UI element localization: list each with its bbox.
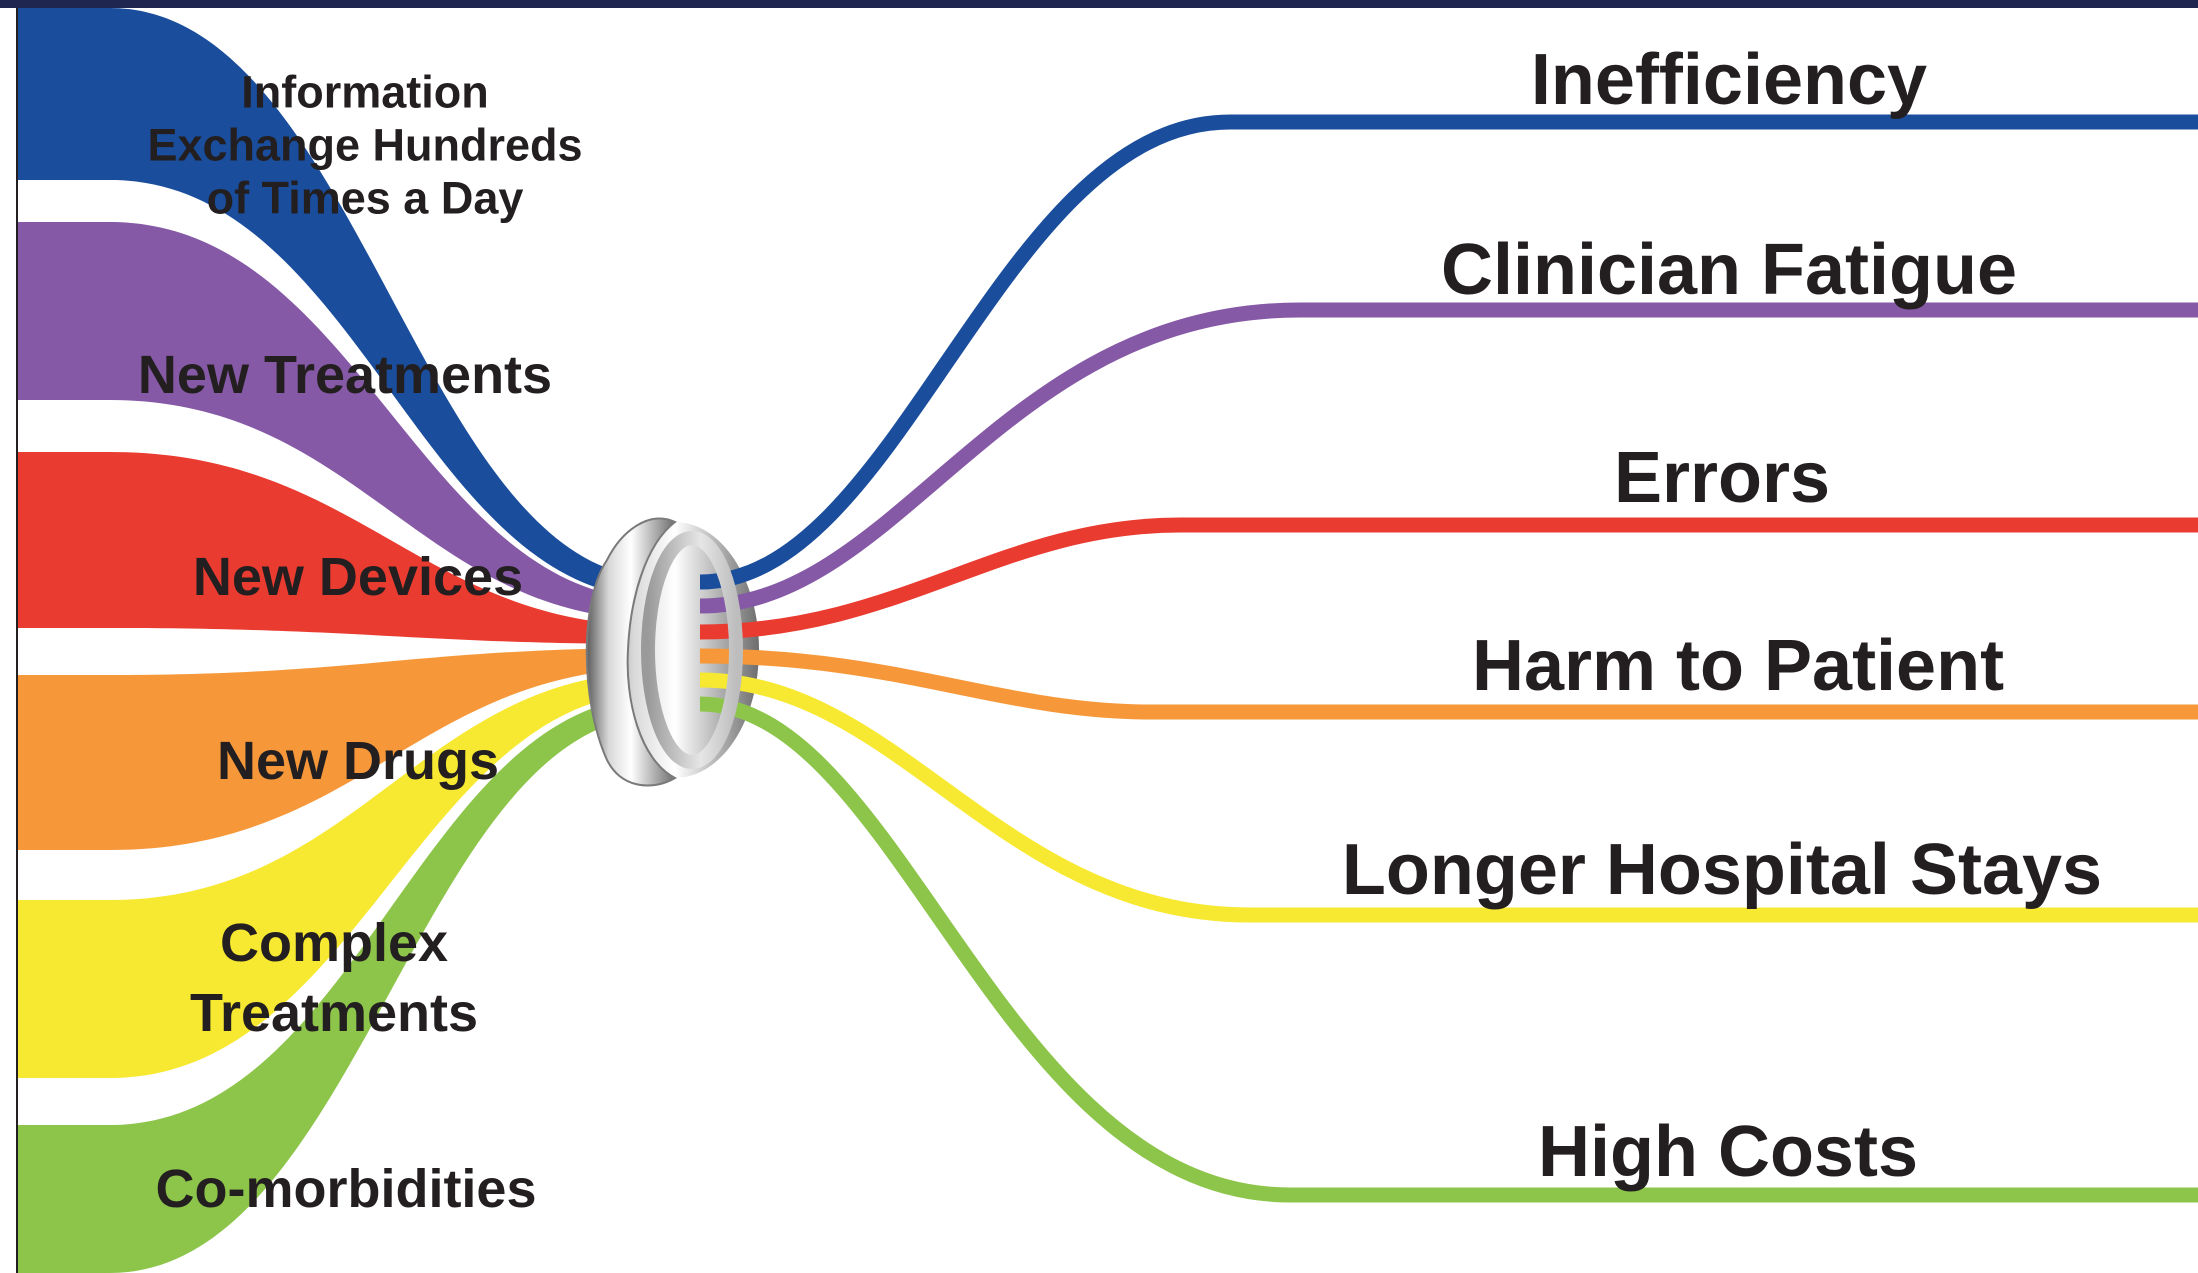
input-label-line: Treatments — [189, 983, 479, 1043]
input-flow-band — [18, 672, 660, 1078]
output-label-harm-to-patient: Harm to Patient — [1471, 626, 2005, 706]
input-label-line: Complex — [219, 912, 449, 973]
input-label-line: New Devices — [192, 547, 524, 608]
ring-rim — [641, 531, 743, 769]
input-flow-band — [18, 452, 660, 644]
input-label-line: Information — [241, 66, 489, 118]
top-border — [0, 0, 2198, 8]
input-label-new-treatments: New Treatments — [138, 344, 552, 408]
input-label-line: Co-morbidities — [155, 1159, 537, 1220]
output-flow-line — [699, 302, 2198, 614]
input-flows — [18, 8, 660, 1273]
output-flow-line — [699, 672, 2198, 923]
input-label-line: of Times a Day — [206, 172, 524, 224]
input-flow-band — [18, 8, 660, 598]
input-label-line: New Treatments — [137, 345, 553, 406]
input-flow-band — [18, 648, 660, 850]
ring-front-band — [585, 517, 678, 787]
output-label-clinician-fatigue: Clinician Fatigue — [1440, 230, 2018, 310]
output-flows — [699, 114, 2198, 1203]
left-border — [16, 8, 18, 1273]
input-label-information-exchange: Information Exchange Hundreds of Times a… — [147, 65, 582, 224]
output-label-errors: Errors — [1613, 438, 1831, 518]
ring-front — [585, 517, 743, 787]
output-label-inefficiency: Inefficiency — [1530, 40, 1928, 120]
input-label-line: Exchange Hundreds — [147, 119, 583, 171]
input-flow-band — [18, 222, 660, 620]
input-label-line: New Drugs — [216, 731, 500, 792]
output-label-high-costs: High Costs — [1537, 1112, 1919, 1192]
input-label-new-drugs: New Drugs — [217, 730, 499, 794]
input-flow-band — [18, 696, 660, 1273]
input-label-complex-treatments: Complex Treatments — [190, 908, 478, 1048]
input-label-new-devices: New Devices — [193, 546, 523, 610]
output-flow-line — [699, 648, 2198, 720]
input-label-co-morbidities: Co-morbidities — [155, 1158, 536, 1222]
output-flow-line — [699, 517, 2198, 640]
output-flow-line — [699, 696, 2198, 1203]
output-label-longer-hospital-stays: Longer Hospital Stays — [1341, 830, 2103, 910]
output-flow-line — [699, 114, 2198, 590]
